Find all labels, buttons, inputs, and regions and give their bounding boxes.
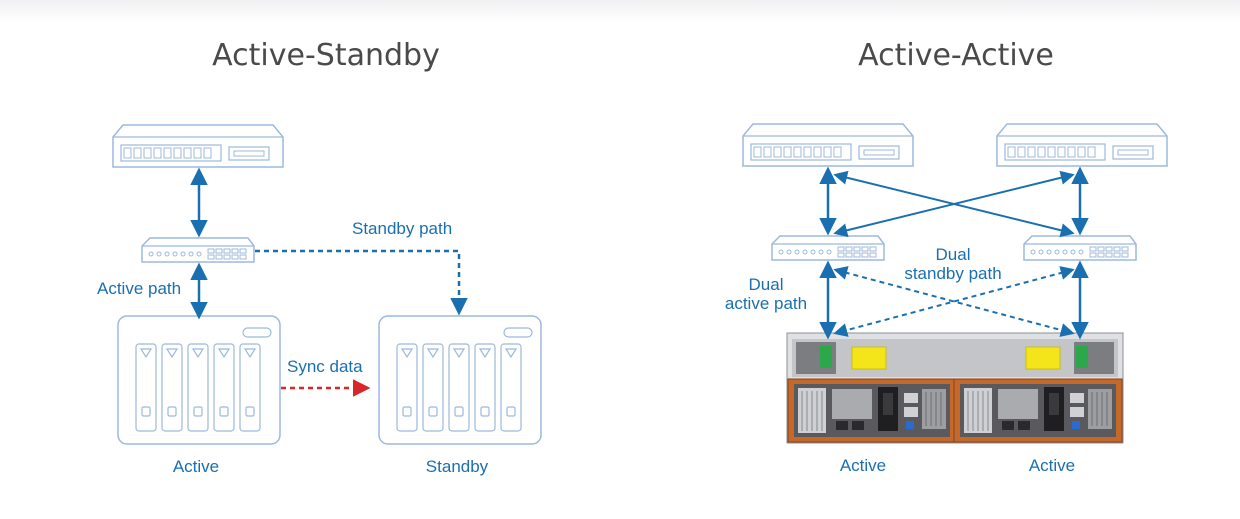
standby-nas [378,315,542,445]
rack-storage-unit [786,332,1124,444]
dual-standby-path-links [833,266,1075,337]
right-switch-b [1023,235,1137,261]
standby-path-link [255,249,468,316]
sync-data-label: Sync data [287,357,363,376]
active-nas [117,315,281,445]
dual-active-path-label-line1: Dual [748,275,784,294]
dual-standby-path-label-line2: standby path [904,264,1002,283]
left-server [112,124,284,168]
standby-path-label: Standby path [352,219,453,238]
dual-standby-path-label-line1: Dual [935,245,971,264]
standby-nas-label: Standby [425,457,489,476]
controller-b-label: Active [1028,456,1076,475]
active-active-title: Active-Active [858,38,1054,73]
active-path-label: Active path [97,279,182,298]
active-nas-label: Active [172,457,220,476]
right-server-a [742,123,914,167]
right-switch-a [771,235,885,261]
dual-active-path-links [819,166,1089,340]
controller-a-label: Active [839,456,887,475]
active-standby-title: Active-Standby [212,38,440,73]
left-switch [141,237,255,263]
top-shadow-band [0,0,1240,22]
right-server-b [996,123,1168,167]
dual-active-path-label-line2: active path [724,294,808,313]
